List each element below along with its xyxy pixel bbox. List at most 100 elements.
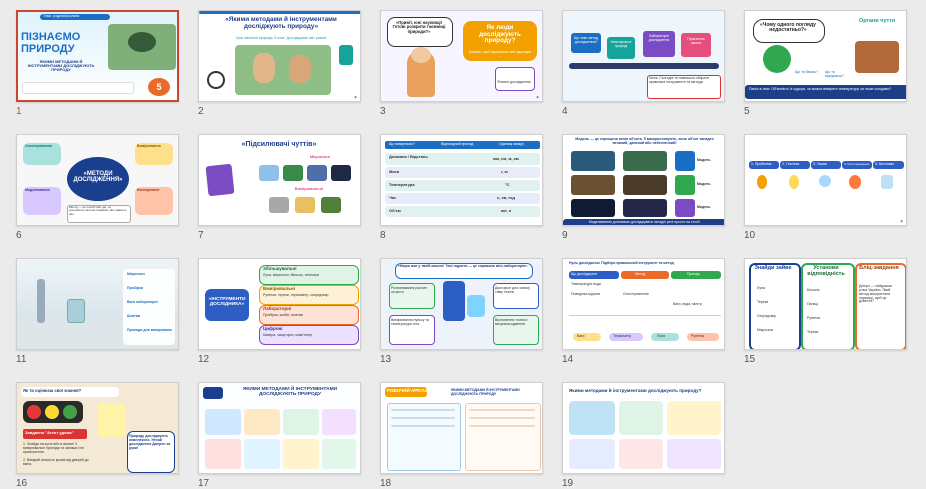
slide-shape [127,431,175,473]
slide-text: Знайди зайве [754,265,792,271]
slide-preview[interactable]: «Наука вже у твоїй кишені! Твої гаджети … [380,258,543,350]
slide-shape [563,219,724,225]
slide-thumbnail-15[interactable]: Знайди зайве Лупа Терези Секундомір Мікр… [744,258,907,365]
slide-shape [681,33,711,57]
slide-shape [745,85,906,99]
slide-thumbnail-2[interactable]: «Якими методами й інструментами досліджу… [198,10,361,117]
slide-preview[interactable]: Мікроскоп Пробірки Ваги лабораторні Штат… [16,258,179,350]
slide-thumbnail-5[interactable]: «Чому одного погляду недостатньо?» Що ти… [744,10,907,117]
slide-text: Як ти оцінюєш свої знання? [23,388,82,393]
slide-thumbnail-1[interactable]: Тема: родина/рослини ПІЗНАЄМО ПРИРОДУ ЯК… [16,10,179,117]
slide-shape [569,271,619,279]
slide-preview[interactable]: Модель — це спрощена копія об'єкта. Її в… [562,134,725,226]
slide-shape [385,193,540,204]
slide-text: Відповідний прилад [441,142,474,146]
slide-text: Моделювання [25,188,50,192]
slide-shape [463,21,537,61]
slide-shape [203,387,223,399]
slide-shape [643,31,675,57]
slide-shape [128,32,156,52]
slide-shape [569,439,615,469]
slide-text: г, кг [501,169,509,174]
slide-preview[interactable]: «МЕТОДИ ДОСЛІДЖЕННЯ» Спостереження Вимір… [16,134,179,226]
slide-text: 4. Спостереження [844,162,870,166]
slide-shape [387,403,461,471]
slide-preview[interactable]: Тема: родина/рослини ПІЗНАЄМО ПРИРОДУ ЯК… [16,10,179,102]
slide-text: Температура [389,182,415,187]
slide-text: «Чому одного погляду недостатньо?» [760,22,816,34]
slide-text: Об'єм [389,208,401,213]
slide-shape [385,387,427,397]
slide-shape [205,163,235,197]
slide-shape [322,439,356,469]
slide-thumbnail-9[interactable]: Модель — це спрощена копія об'єкта. Її в… [562,134,725,241]
slide-shape [23,429,87,439]
slide-preview[interactable]: Знайди зайве Лупа Терези Секундомір Мікр… [744,258,907,350]
slide-preview[interactable]: Якими методами й інструментами досліджую… [562,382,725,474]
slide-text: ЯКИМИ МЕТОДАМИ Й ІНСТРУМЕНТАМИ ДОСЛІДЖУЮ… [451,388,520,396]
slide-shape [259,285,359,305]
slide-number: 17 [198,478,210,489]
slide-text: Тема: родина/рослини [43,14,80,18]
slide-preview[interactable]: «Якими методами й інструментами досліджу… [198,10,361,102]
slide-text: Прилади для вимірювань [127,328,173,332]
slide-number: 3 [380,106,386,117]
slide-shape [395,263,533,279]
slide-preview[interactable]: «Підсилювачі чуттів» Мікроскоп Вимірювал… [198,134,361,226]
slide-thumbnail-19[interactable]: Якими методами й інструментами досліджую… [562,382,725,489]
slide-preview[interactable]: 1. Проблема 2. Гіпотеза 3. Умови 4. Спос… [744,134,907,226]
slide-preview[interactable]: ЯКИМИ МЕТОДАМИ Й ІНСТРУМЕНТАМИ ДОСЛІДЖУЮ… [198,382,361,474]
slide-text: Лабораторні [263,306,292,311]
slide-shape [619,439,663,469]
slide-text: Модель [697,182,711,186]
slide-preview[interactable]: «Чому одного погляду недостатньо?» Що ти… [744,10,907,102]
slide-shape [385,180,540,191]
slide-preview[interactable]: Нуль досліджень! Підбери правильний інст… [562,258,725,350]
slide-shape [819,175,831,187]
slide-shape [385,153,540,165]
slide-text: Лупа [757,286,765,290]
slide-shape [675,175,695,195]
slide-shape [259,305,359,325]
slide-preview[interactable]: «Привіт, юні науковці! Готові розкрити т… [380,10,543,102]
slide-thumbnail-17[interactable]: ЯКИМИ МЕТОДАМИ Й ІНСТРУМЕНТАМИ ДОСЛІДЖУЮ… [198,382,361,489]
slide-text: Нуль досліджень! Підбери правильний інст… [569,261,674,265]
slide-preview[interactable]: Що вимірюємо? Відповідний прилад Одиниці… [380,134,543,226]
slide-shape [573,333,601,341]
slide-text: «ІНСТРУМЕНТИ ДОСЛІДНИКА» [208,297,246,308]
slide-thumbnail-16[interactable]: Як ти оцінюєш свої знання? Завдання "Аге… [16,382,179,489]
slide-thumbnail-18[interactable]: РОБОЧИЙ АРКУШ ЯКИМИ МЕТОДАМИ Й ІНСТРУМЕН… [380,382,543,489]
slide-text: Бінокль [807,288,820,292]
slide-thumbnail-6[interactable]: «МЕТОДИ ДОСЛІДЖЕННЯ» Спостереження Вимір… [16,134,179,241]
slide-text: 2. Виміряй кількість кроків від дверей д… [23,458,89,466]
slide-text: «Якими методами й інструментами досліджу… [225,16,337,30]
slide-text: Одиниці виміру [499,142,524,146]
slide-thumbnail-10[interactable]: 1. Проблема 2. Гіпотеза 3. Умови 4. Спос… [744,134,907,241]
slide-shape [389,283,435,309]
slide-thumbnail-11[interactable]: Мікроскоп Пробірки Ваги лабораторні Штат… [16,258,179,365]
slide-text: Мета: Сьогодні ти навчишся обирати прави… [649,76,709,84]
slide-thumbnail-3[interactable]: «Привіт, юні науковці! Готові розкрити т… [380,10,543,117]
slide-thumbnail-8[interactable]: Що вимірюємо? Відповідний прилад Одиниці… [380,134,543,241]
slide-preview[interactable]: Як ти оцінюєш свої знання? Завдання "Аге… [16,382,179,474]
slide-shape [687,333,719,341]
slide-preview[interactable]: «ІНСТРУМЕНТИ ДОСЛІДНИКА» Збільшувальні Л… [198,258,361,350]
slide-shape [253,53,275,83]
slide-number: 9 [562,230,568,241]
slide-shape [27,405,41,419]
slide-shape [135,143,173,165]
slide-shape [244,439,280,469]
slide-shape [37,279,45,323]
slide-thumbnail-4[interactable]: Що таке метод дослідження? Наші кроки в … [562,10,725,117]
slide-text: Дніпро — найдовша річка України. Який ме… [859,284,892,304]
slide-shape [607,37,635,59]
slide-thumbnail-7[interactable]: «Підсилювачі чуттів» Мікроскоп Вимірювал… [198,134,361,241]
slide-thumbnail-14[interactable]: Нуль досліджень! Підбери правильний інст… [562,258,725,365]
slide-thumbnail-12[interactable]: «ІНСТРУМЕНТИ ДОСЛІДНИКА» Збільшувальні Л… [198,258,361,365]
slide-text: Збільшувальні [263,266,297,271]
slide-text: Ваги [577,334,585,338]
slide-text: Час [389,195,397,200]
slide-preview[interactable]: РОБОЧИЙ АРКУШ ЯКИМИ МЕТОДАМИ Й ІНСТРУМЕН… [380,382,543,474]
slide-preview[interactable]: Що таке метод дослідження? Наші кроки в … [562,10,725,102]
slide-thumbnail-13[interactable]: «Наука вже у твоїй кишені! Твої гаджети … [380,258,543,365]
